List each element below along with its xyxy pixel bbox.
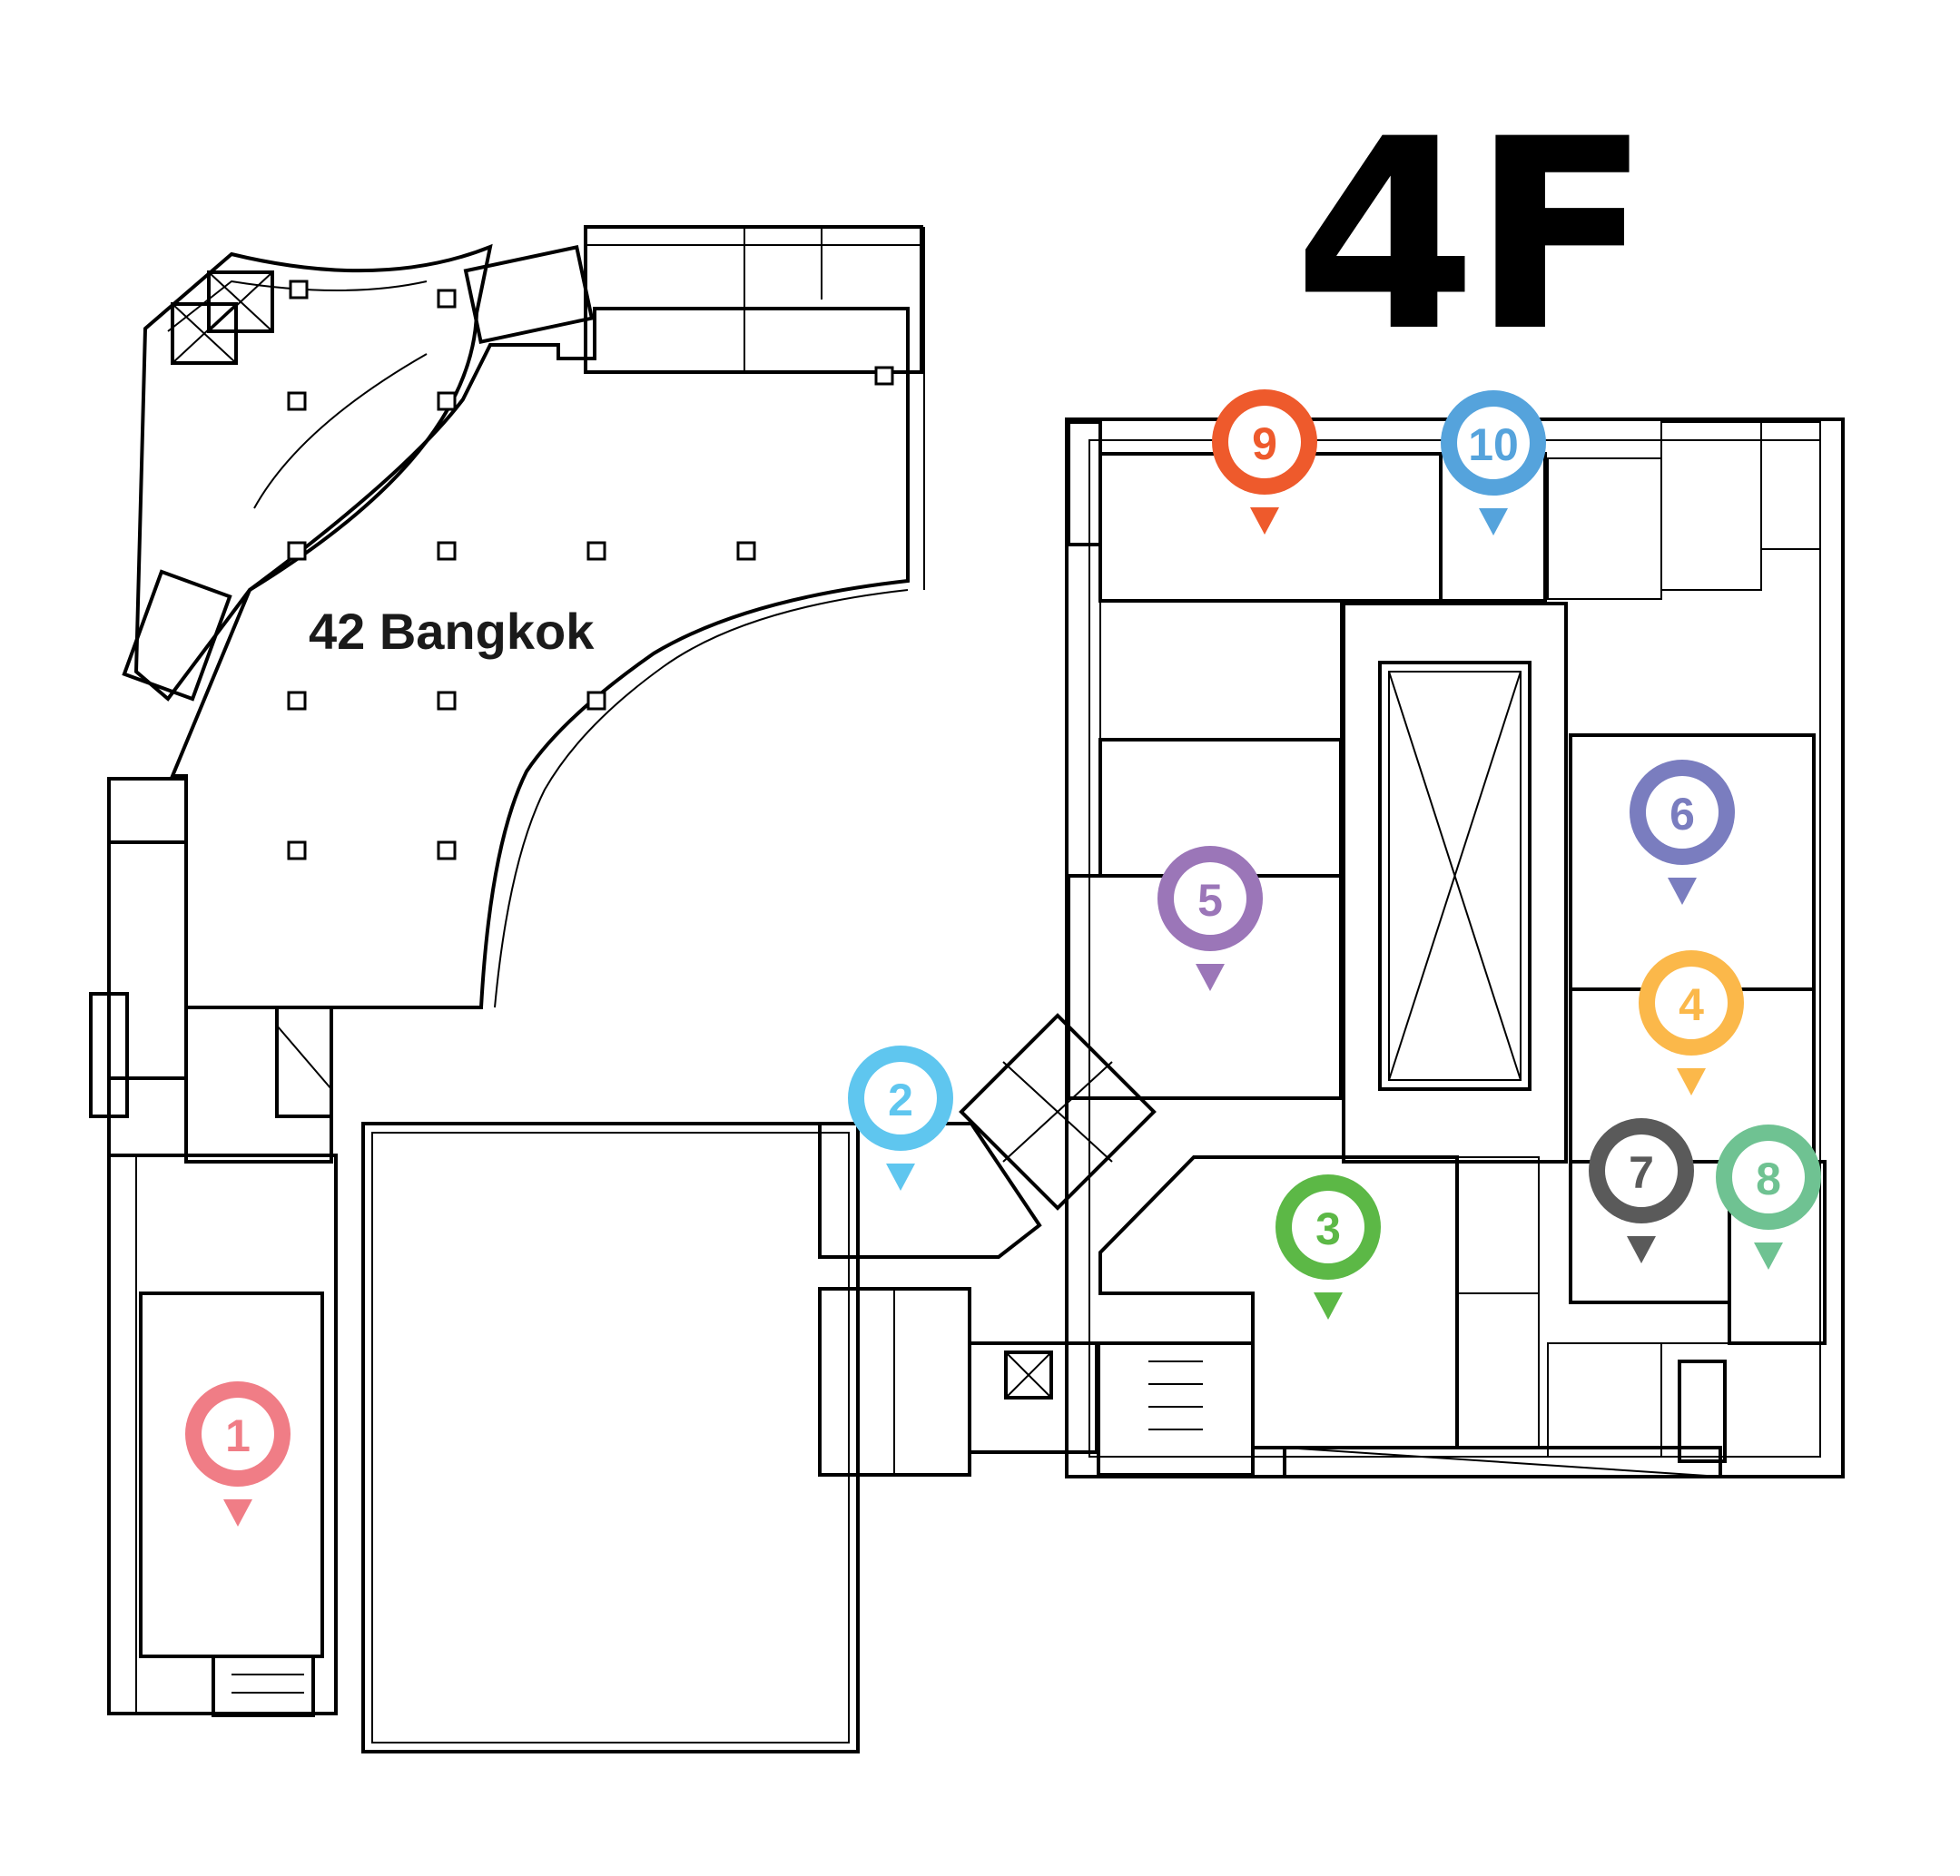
room-3[interactable] [1098,1155,1459,1449]
room-2[interactable] [818,1122,1042,1259]
pin-6[interactable]: 6 [1630,760,1735,905]
pin-2[interactable]: 2 [848,1046,953,1191]
left-wing: 42 Bangkok [89,225,925,1717]
pin-3[interactable]: 3 [1275,1174,1381,1320]
pin-7[interactable]: 7 [1589,1118,1694,1263]
pin-7-number: 7 [1629,1147,1654,1198]
room-label-42-bangkok: 42 Bangkok [309,603,595,660]
right-wing [818,417,1845,1478]
pin-10-number: 10 [1468,419,1519,470]
pin-5-number: 5 [1197,875,1223,926]
floor-label: 4F [1294,83,1646,389]
pin-3-number: 3 [1315,1203,1341,1254]
pin-4-number: 4 [1679,979,1704,1030]
pin-1[interactable]: 1 [185,1381,291,1527]
pin-9[interactable]: 9 [1212,389,1317,535]
pin-10[interactable]: 10 [1441,390,1546,535]
pin-9-number: 9 [1252,418,1277,469]
room-42-bangkok[interactable] [170,307,910,1009]
pin-8[interactable]: 8 [1716,1125,1821,1270]
pin-2-number: 2 [888,1075,913,1125]
pin-6-number: 6 [1669,789,1695,840]
pin-4[interactable]: 4 [1639,950,1744,1095]
map-pins: 1 2 3 4 5 6 [185,389,1821,1527]
courtyard [361,1122,860,1753]
room-north-left-strip[interactable] [1067,420,1102,546]
pin-5[interactable]: 5 [1157,846,1263,991]
hall-columns [287,280,894,860]
pin-1-number: 1 [225,1410,251,1461]
pin-8-number: 8 [1756,1154,1781,1204]
